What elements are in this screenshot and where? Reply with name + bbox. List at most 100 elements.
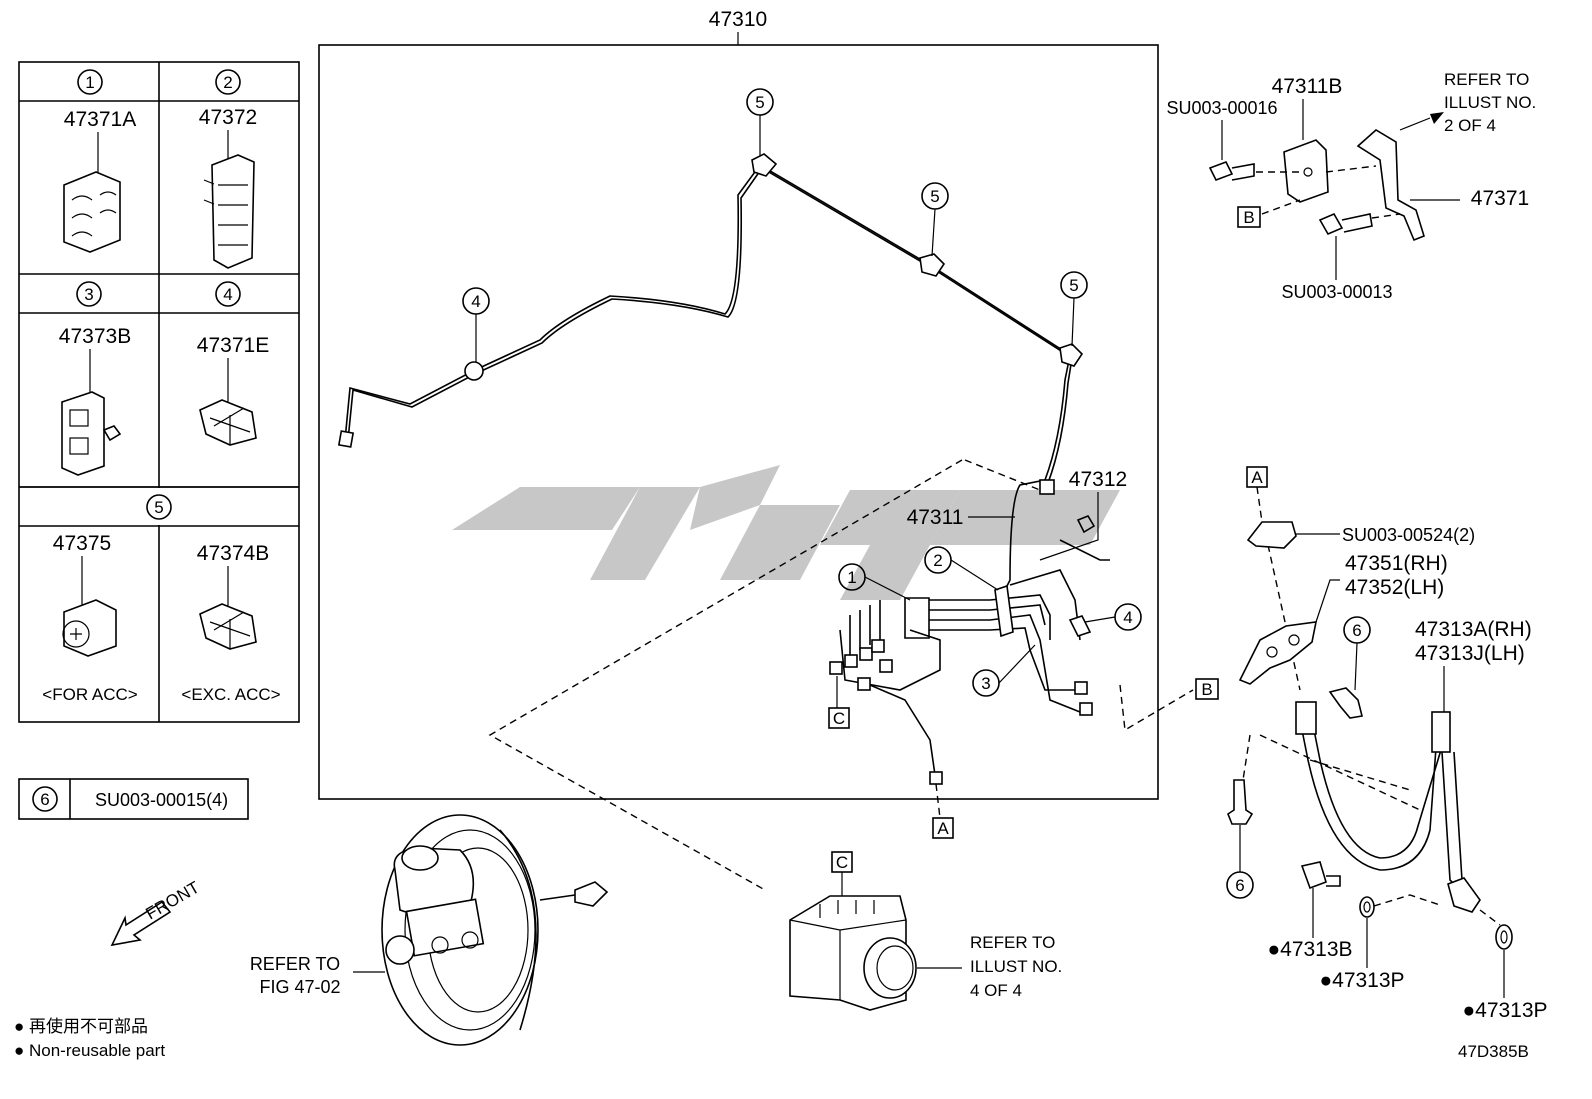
part-47311B-label: 47311B [1272,75,1343,98]
part-number: 47371A [64,108,136,131]
clip-cell-5-header: 5 [146,494,172,520]
brake-booster: REFER TO FIG 47-02 [250,814,609,1046]
ref-box-B-top: B [1243,208,1254,227]
union-bolt-47313B-label: ●47313B [1267,938,1352,961]
variant-note: <EXC. ACC> [181,685,280,704]
callout-number: 6 [40,790,49,809]
callout-6-bottom: 6 [1235,876,1244,895]
refer-illust-2-line1: REFER TO [1444,70,1529,89]
hose-47313J-label: 47313J(LH) [1415,642,1525,665]
ref-box-B-right: B [1195,678,1219,700]
clip-47373B-icon [61,391,105,476]
svg-text:C: C [833,709,845,728]
bolt-icon [1328,687,1363,719]
part-number: 47371E [197,334,269,357]
svg-text:1: 1 [847,568,856,587]
refer-fig-line2: FIG 47-02 [259,977,340,997]
ref-box-A-right: A [1251,468,1263,487]
part-number: 47372 [199,106,257,129]
front-label: FRONT [143,878,203,924]
callout-4-left: 4 [462,287,490,362]
callout-5-b: 5 [921,182,949,257]
svg-text:4: 4 [471,292,480,311]
callout-number: 2 [223,73,232,92]
gasket-47313P-label-2: ●47313P [1462,999,1547,1022]
bracket-47311B-icon [1283,139,1329,203]
callout-5-c: 5 [1060,271,1088,347]
clip-47372-icon [211,154,255,269]
part-47351-label: 47351(RH) [1345,552,1448,575]
bracket-47371-icon [1356,129,1425,242]
bolt-table: 6 SU003-00015(4) [18,778,249,820]
refer-illust-4-line3: 4 OF 4 [970,981,1022,1000]
part-number: 47375 [53,532,111,555]
gasket-icon [1359,896,1375,918]
flexible-hose-icon [1299,719,1439,871]
callout-3: 3 [972,644,1036,697]
svg-text:5: 5 [930,187,939,206]
gasket-47313P-label-1: ●47313P [1319,969,1404,992]
front-arrow: FRONT [110,878,203,947]
clip-table: 1 47371A 2 47372 3 47373B [18,61,300,723]
bolt-su0013-label: SU003-00013 [1281,282,1392,302]
bolt-icon [1227,779,1254,825]
part-number: 47374B [197,542,269,565]
ref-box-C-lower: C [836,853,848,872]
clip-cell-5a: 47375 <FOR ACC> [42,532,137,704]
callout-number: 4 [223,285,232,304]
main-assembly: 47310 4 5 5 5 [318,8,1159,800]
refer-illust-4-line2: ILLUST NO. [970,957,1062,976]
svg-text:4: 4 [1123,608,1132,627]
variant-note: <FOR ACC> [42,685,137,704]
clip-cell-2: 2 47372 [199,69,257,269]
refer-illust-4-line1: REFER TO [970,933,1055,952]
leader-dashed [488,459,963,891]
bracket-group: 47311B SU003-00016 47371 REFER TO ILLUST… [1166,70,1536,302]
clip-su00524-icon [1246,521,1297,549]
part-47352-label: 47352(LH) [1345,576,1444,599]
clip-cell-4: 4 47371E [197,281,269,446]
legend-en: ● Non-reusable part [14,1041,165,1060]
svg-text:5: 5 [1069,276,1078,295]
ref-box-C: C [828,676,850,729]
clip-47374B-icon [199,603,257,650]
callout-number: 5 [154,498,163,517]
callout-1: 1 [838,563,911,601]
bracket-47351-icon [1238,621,1318,685]
part-number: 47373B [59,325,131,348]
part-number: SU003-00015(4) [95,790,228,810]
leader-dashed [935,783,941,819]
callout-number: 1 [85,73,94,92]
clip-su00524-label: SU003-00524(2) [1342,525,1475,545]
callout-5-a: 5 [746,88,774,156]
part-47371-label: 47371 [1471,187,1529,210]
svg-text:B: B [1201,680,1212,699]
refer-illust-2-line2: ILLUST NO. [1444,93,1536,112]
part-47312-label: 47312 [1069,468,1127,491]
legend-jp: ● 再使用不可部品 [14,1016,148,1036]
callout-4-right: 4 [1084,603,1142,631]
refer-illust-2-line3: 2 OF 4 [1444,116,1496,135]
hose-47313A-label: 47313A(RH) [1415,618,1532,641]
bolt-icon [1208,160,1234,182]
leader-dashed [1119,684,1194,732]
ref-box-A-lower: A [932,817,954,839]
abs-actuator: C REFER TO ILLUST NO. 4 OF 4 [789,851,1062,1011]
refer-fig-line1: REFER TO [250,954,340,974]
clip-47371E-icon [199,399,257,446]
part-47311-label: 47311 [907,506,964,529]
clip-47371A-icon [63,171,121,253]
svg-text:2: 2 [933,551,942,570]
union-bolt-icon [1300,861,1327,890]
hose-group: A SU003-00524(2) 47351(RH) 47352(LH) 6 4… [1226,466,1548,1022]
watermark-logo [452,465,1120,600]
drawing-code: 47D385B [1458,1042,1529,1061]
clip-cell-5b: 47374B <EXC. ACC> [181,542,280,704]
bolt-icon [1318,212,1344,236]
svg-text:5: 5 [755,93,764,112]
gasket-icon [1495,924,1513,950]
clip-cell-3: 3 47373B [59,281,131,476]
svg-text:3: 3 [981,674,990,693]
svg-text:A: A [937,819,949,838]
